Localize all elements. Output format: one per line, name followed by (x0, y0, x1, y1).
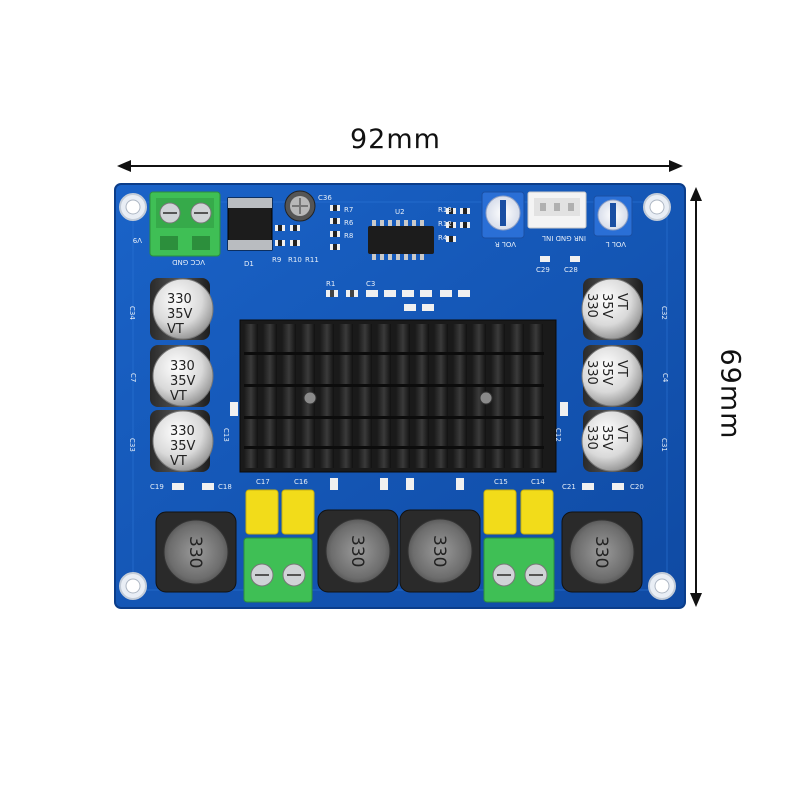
ref-c20: C20 (630, 483, 644, 491)
ref-c14: C14 (531, 478, 545, 486)
inductor-4-value: 330 (591, 536, 611, 568)
inductor-3-value: 330 (429, 535, 449, 567)
diode-ref-label: D1 (244, 260, 254, 268)
ref-c12: C12 (554, 428, 562, 442)
ref-r7: R7 (344, 206, 353, 214)
smd-cap-left-heatsink (230, 402, 238, 416)
ic-chip (368, 220, 434, 260)
ref-c7: C7 (129, 373, 137, 382)
cap-right-top-series: VT (614, 293, 629, 310)
height-dimension-arrow (690, 187, 702, 607)
cap-left-top-series: VT (167, 322, 184, 337)
inductor-1 (155, 511, 237, 593)
inductor-2-value: 330 (347, 535, 367, 567)
film-capacitor-3 (483, 489, 517, 535)
inductor-2 (317, 509, 399, 593)
ref-c4: C4 (661, 373, 669, 383)
ref-c18: C18 (218, 483, 232, 491)
smd-row-above-heatsink (326, 290, 470, 311)
capacitor-left-middle (150, 345, 214, 407)
ref-c13: C13 (222, 428, 230, 442)
smd-parts-under-pots (540, 256, 580, 262)
speaker-terminal-right (483, 537, 555, 603)
inductor-1-value: 330 (185, 536, 205, 568)
cap-right-middle-series: VT (614, 360, 629, 377)
ref-r10: R10 (288, 256, 302, 264)
ref-c15: C15 (494, 478, 508, 486)
capacitor-right-top (581, 278, 643, 340)
ic-ref-label: U2 (395, 208, 405, 216)
ref-c3: C3 (366, 280, 375, 288)
pot-right-label: VOL L (606, 240, 626, 248)
pot-left-label: VOL R (495, 240, 516, 248)
ref-c32: C32 (660, 306, 668, 320)
power-terminal-block (149, 191, 221, 257)
ref-r4: R4 (438, 234, 448, 242)
ref-r8: R8 (344, 232, 353, 240)
input-header-connector (527, 191, 587, 229)
heatsink (239, 319, 557, 473)
cap-right-bottom-value: 330 (584, 425, 599, 450)
capacitor-left-bottom (150, 410, 214, 472)
cap-right-middle-value: 330 (584, 360, 599, 385)
width-dimension-label: 92mm (350, 124, 441, 155)
small-electrolytic-capacitor (284, 190, 316, 222)
cap-left-top-voltage: 35V (167, 307, 193, 322)
capacitor-right-bottom (581, 410, 643, 472)
cap-right-middle-voltage: 35V (599, 360, 614, 386)
ref-r11: R11 (305, 256, 319, 264)
ref-c29: C29 (536, 266, 550, 274)
cap-right-top-value: 330 (584, 293, 599, 318)
cap-left-bottom-voltage: 35V (170, 439, 196, 454)
cap-left-bottom-value: 330 (170, 424, 195, 439)
smd-row-below-heatsink (172, 478, 624, 490)
ref-r1: R1 (326, 280, 335, 288)
ref-c21: C21 (562, 483, 576, 491)
power-terminal-label: VCC GND (172, 258, 205, 266)
smd-resistor-cluster-right (446, 208, 470, 242)
ref-r6: R6 (344, 219, 354, 227)
smd-cap-right-heatsink (560, 402, 568, 416)
potentiometer-left (481, 191, 525, 239)
width-dimension-arrow (117, 160, 683, 172)
cap-left-middle-voltage: 35V (170, 374, 196, 389)
cap-left-top-value: 330 (167, 292, 192, 307)
ref-c19: C19 (150, 483, 164, 491)
ref-c31: C31 (660, 438, 668, 452)
smd-resistor-cluster-left (275, 205, 340, 250)
mounting-holes (119, 193, 676, 600)
ref-r9: R9 (272, 256, 281, 264)
inductor-4 (561, 511, 643, 593)
ref-c28: C28 (564, 266, 578, 274)
cap-right-top-voltage: 35V (599, 293, 614, 319)
pot-right-code: E01 (608, 204, 617, 219)
film-capacitor-1 (245, 489, 279, 535)
input-header-label: INR GND INL (542, 234, 586, 242)
ref-c33: C33 (128, 438, 136, 452)
speaker-terminal-left (243, 537, 313, 603)
ref-c34: C34 (128, 306, 136, 320)
cap-right-bottom-voltage: 35V (599, 425, 614, 451)
film-capacitor-2 (281, 489, 315, 535)
capacitor-right-middle (581, 345, 643, 407)
cap-left-bottom-series: VT (170, 454, 187, 469)
cap-left-middle-series: VT (170, 389, 187, 404)
diode (227, 197, 273, 251)
pot-left-code: E01 (498, 202, 507, 217)
cap-left-middle-value: 330 (170, 359, 195, 374)
cap-right-bottom-series: VT (614, 425, 629, 442)
ref-r12: R12 (438, 220, 452, 228)
ref-r13: R13 (438, 206, 452, 214)
film-capacitor-4 (520, 489, 554, 535)
power-ref-label: V9 (133, 236, 142, 244)
potentiometer-right (593, 195, 633, 237)
ref-c36: C36 (318, 194, 332, 202)
capacitor-left-top (150, 278, 214, 340)
ref-c17: C17 (256, 478, 270, 486)
ref-c16: C16 (294, 478, 308, 486)
inductor-3 (399, 509, 481, 593)
